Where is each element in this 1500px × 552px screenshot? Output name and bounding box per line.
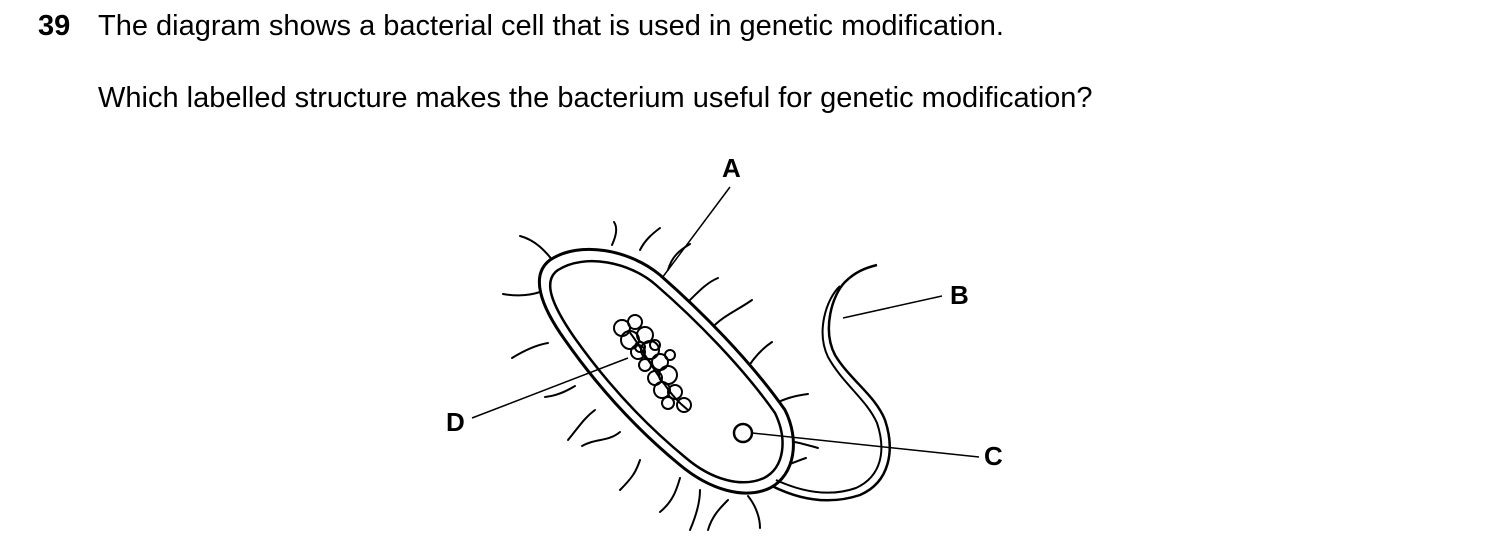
flagellum-inner: [775, 285, 883, 494]
chromosome-dna: [613, 314, 692, 413]
leader-lines: [471, 186, 980, 458]
cell-membrane: [548, 259, 784, 484]
label-a: A: [722, 153, 741, 183]
leader-line-a: [661, 186, 731, 279]
pili: [502, 221, 819, 531]
flagellum: [771, 263, 891, 502]
label-d: D: [446, 407, 465, 437]
leader-line-c: [751, 432, 980, 458]
plasmid: [732, 422, 754, 444]
leader-line-b: [842, 295, 943, 319]
question-stem: The diagram shows a bacterial cell that …: [98, 10, 1004, 42]
question-number: 39: [38, 10, 71, 42]
question-prompt: Which labelled structure makes the bacte…: [98, 82, 1093, 114]
label-c: C: [984, 441, 1003, 471]
leader-line-d: [471, 357, 629, 419]
cell-wall: [537, 247, 795, 495]
label-b: B: [950, 280, 969, 310]
